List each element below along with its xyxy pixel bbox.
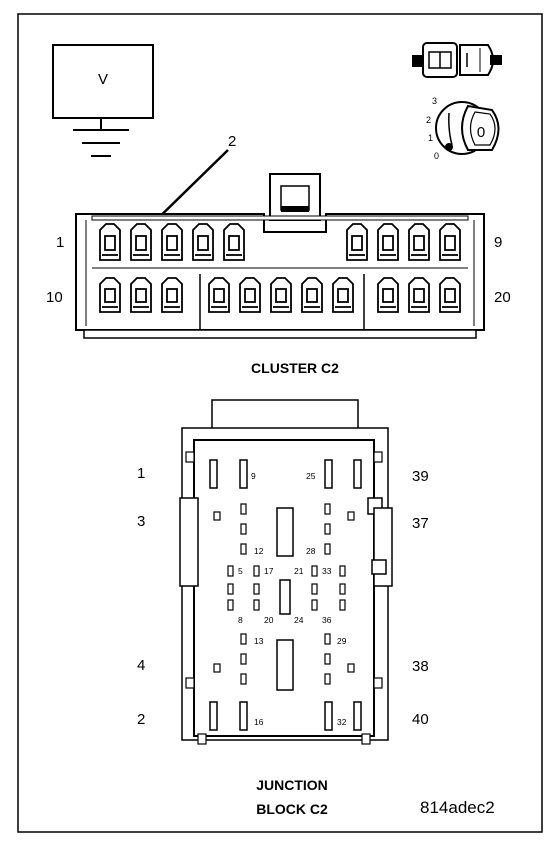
cluster-c2-title: CLUSTER C2 xyxy=(251,360,339,376)
jb-pin-40: 40 xyxy=(412,711,429,728)
figure-code: 814adec2 xyxy=(420,798,495,817)
junction-block-title-line2: BLOCK C2 xyxy=(256,801,328,817)
jb-cavity-20: 20 xyxy=(264,615,274,625)
junction-block-c2-connector xyxy=(179,399,393,745)
jb-cavity-8: 8 xyxy=(238,615,243,625)
diagram-border xyxy=(17,13,543,833)
jb-cavity-12: 12 xyxy=(254,546,264,556)
ignition-key-label: 0 xyxy=(477,124,485,141)
cluster-pin-1: 1 xyxy=(56,234,64,251)
jb-cavity-36: 36 xyxy=(322,615,332,625)
jb-cavity-33: 33 xyxy=(322,566,332,576)
cluster-pin-9: 9 xyxy=(494,234,502,251)
jb-cavity-9: 9 xyxy=(251,471,256,481)
jb-pin-2: 2 xyxy=(137,711,145,728)
jb-pin-38: 38 xyxy=(412,658,429,675)
jb-cavity-24: 24 xyxy=(294,615,304,625)
jb-pin-37: 37 xyxy=(412,515,429,532)
voltmeter-icon: V xyxy=(52,44,154,157)
jb-cavity-13: 13 xyxy=(254,636,264,646)
jb-cavity-29: 29 xyxy=(337,636,347,646)
ignition-position-1: 1 xyxy=(428,133,433,143)
jb-cavity-32: 32 xyxy=(337,717,347,727)
jb-cavity-16: 16 xyxy=(254,717,264,727)
jb-cavity-28: 28 xyxy=(306,546,316,556)
jb-cavity-25: 25 xyxy=(306,471,316,481)
cluster-pin-10: 10 xyxy=(46,289,63,306)
jb-pin-1: 1 xyxy=(137,465,145,482)
junction-block-title-line1: JUNCTION xyxy=(256,777,328,793)
jb-cavity-5: 5 xyxy=(238,566,243,576)
jb-pin-4: 4 xyxy=(137,657,145,674)
ignition-indicator-dot xyxy=(445,143,453,151)
connector-plug-icon xyxy=(412,42,502,78)
ignition-switch-icon: 0 3 2 1 0 xyxy=(426,96,500,161)
callout-label: 2 xyxy=(228,133,236,150)
cluster-bottom-row xyxy=(99,277,461,313)
jb-cavity-17: 17 xyxy=(264,566,274,576)
voltmeter-symbol: V xyxy=(98,71,108,88)
cluster-c2-connector xyxy=(75,173,485,339)
jb-pin-39: 39 xyxy=(412,468,429,485)
ignition-position-3: 3 xyxy=(432,96,437,106)
cluster-top-row xyxy=(99,223,461,261)
jb-cavity-21: 21 xyxy=(294,566,304,576)
jb-pin-3: 3 xyxy=(137,513,145,530)
cluster-pin-20: 20 xyxy=(494,289,511,306)
ignition-position-0: 0 xyxy=(434,151,439,161)
ignition-position-2: 2 xyxy=(426,115,431,125)
